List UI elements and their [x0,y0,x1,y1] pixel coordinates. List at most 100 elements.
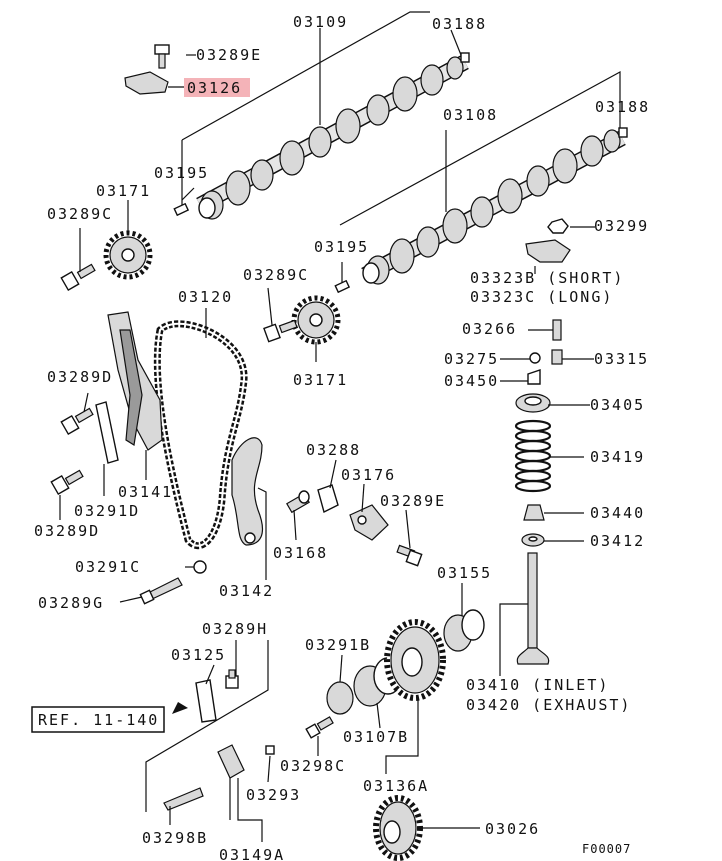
label-03168[interactable]: 03168 [273,544,328,562]
label-03420[interactable]: 03420 (EXHAUST) [466,696,631,714]
bolt-03289C-mid[interactable] [263,319,298,343]
label-03298B[interactable]: 03298B [142,829,208,847]
bolt-03298C[interactable] [305,716,334,739]
bolt-03289C-left[interactable] [60,263,96,292]
keeper-03450[interactable] [527,369,541,385]
label-03298C[interactable]: 03298C [280,757,346,775]
label-03289E-mid[interactable]: 03289E [380,492,446,510]
label-03125[interactable]: 03125 [171,646,226,664]
part-03188-top[interactable] [460,52,470,63]
bolt-03289H[interactable] [225,669,239,689]
dowel-03195-mid[interactable] [334,279,351,294]
bolt-03266[interactable] [552,319,562,341]
label-03289H[interactable]: 03289H [202,620,268,638]
label-03405[interactable]: 03405 [590,396,645,414]
label-03142[interactable]: 03142 [219,582,274,600]
part-03188-right[interactable] [618,127,628,138]
part-03315[interactable] [551,349,563,365]
label-03126[interactable]: 03126 [187,79,242,97]
label-03149A[interactable]: 03149A [219,846,285,861]
spring-03419[interactable] [514,419,552,493]
label-03410[interactable]: 03410 (INLET) [466,676,609,694]
bolt-03298B[interactable] [163,787,204,811]
label-03291D[interactable]: 03291D [74,502,140,520]
label-03291C[interactable]: 03291C [75,558,141,576]
sprocket-03171-left[interactable] [103,230,153,280]
tensioner-03149A[interactable] [217,744,245,779]
bolt-03289E-top[interactable] [154,44,170,69]
label-03275[interactable]: 03275 [444,350,499,368]
gear-03136A[interactable] [384,619,446,701]
label-03289G[interactable]: 03289G [38,594,104,612]
label-03323C[interactable]: 03323C (LONG) [470,288,613,306]
label-ref[interactable]: REF. 11-140 [38,711,159,729]
rocker-03323[interactable] [525,239,571,263]
label-03176[interactable]: 03176 [341,466,396,484]
timing-chain-03120[interactable] [153,320,248,550]
label-03120[interactable]: 03120 [178,288,233,306]
retainer-03405[interactable] [515,393,551,413]
label-03288[interactable]: 03288 [306,441,361,459]
bolt-03289G[interactable] [139,577,183,605]
label-03136A[interactable]: 03136A [363,777,429,795]
label-03188-top[interactable]: 03188 [432,15,487,33]
gasket-03288[interactable] [317,484,339,514]
label-03289D-bottom[interactable]: 03289D [34,522,100,540]
bracket-03125[interactable] [195,679,217,723]
tensioner-03176[interactable] [349,504,389,541]
dowel-03195-top[interactable] [173,202,190,217]
label-03450[interactable]: 03450 [444,372,499,390]
bolt-03289D-bottom[interactable] [50,469,84,496]
gear-03026[interactable] [373,795,423,861]
label-03195-top[interactable]: 03195 [154,164,209,182]
camshaft-03109[interactable] [196,54,469,220]
label-03299[interactable]: 03299 [594,217,649,235]
label-03291B[interactable]: 03291B [305,636,371,654]
label-03289D-top[interactable]: 03289D [47,368,113,386]
plate-03291B[interactable] [326,681,354,715]
bolt-03289E-mid[interactable] [396,544,423,567]
label-03323B[interactable]: 03323B (SHORT) [470,269,624,287]
bolt-03289D-top[interactable] [60,407,94,436]
bracket-03126[interactable] [124,71,169,95]
label-03289E-top[interactable]: 03289E [196,46,262,64]
label-03108[interactable]: 03108 [443,106,498,124]
pin-03293[interactable] [265,745,275,755]
label-03266[interactable]: 03266 [462,320,517,338]
ref-box [31,706,165,733]
label-03107B[interactable]: 03107B [343,728,409,746]
label-03141[interactable]: 03141 [118,483,173,501]
bushing-03155[interactable] [443,609,485,652]
label-03289C-left[interactable]: 03289C [47,205,113,223]
washer-03291C[interactable] [193,560,207,574]
valve-03410-03420[interactable] [516,552,550,665]
label-03188-right[interactable]: 03188 [595,98,650,116]
guide-03291D[interactable] [95,401,119,464]
leader-lines [59,11,621,842]
label-03315[interactable]: 03315 [594,350,649,368]
label-03026[interactable]: 03026 [485,820,540,838]
part-labels: 03109 03188 03289E 03126 03188 03108 031… [34,13,650,861]
label-03440[interactable]: 03440 [590,504,645,522]
label-03109[interactable]: 03109 [293,13,348,31]
seat-03412[interactable] [521,533,545,547]
ring-03275[interactable] [529,352,541,364]
label-03171-mid[interactable]: 03171 [293,371,348,389]
label-03412[interactable]: 03412 [590,532,645,550]
nut-03299[interactable] [547,218,569,234]
highlight-03126 [184,78,250,97]
label-03195-mid[interactable]: 03195 [314,238,369,256]
label-03289C-mid[interactable]: 03289C [243,266,309,284]
pivot-bolt-03168[interactable] [286,490,310,514]
label-03155[interactable]: 03155 [437,564,492,582]
tensioner-lever-03142[interactable] [231,437,263,546]
ref-arrow-icon [172,702,188,714]
label-03419[interactable]: 03419 [590,448,645,466]
figure-code: F00007 [582,842,631,856]
sprocket-03171-mid[interactable] [291,295,341,345]
camshaft-03108[interactable] [361,129,626,285]
label-03293[interactable]: 03293 [246,786,301,804]
label-03171-top[interactable]: 03171 [96,182,151,200]
seal-03440[interactable] [523,504,545,521]
